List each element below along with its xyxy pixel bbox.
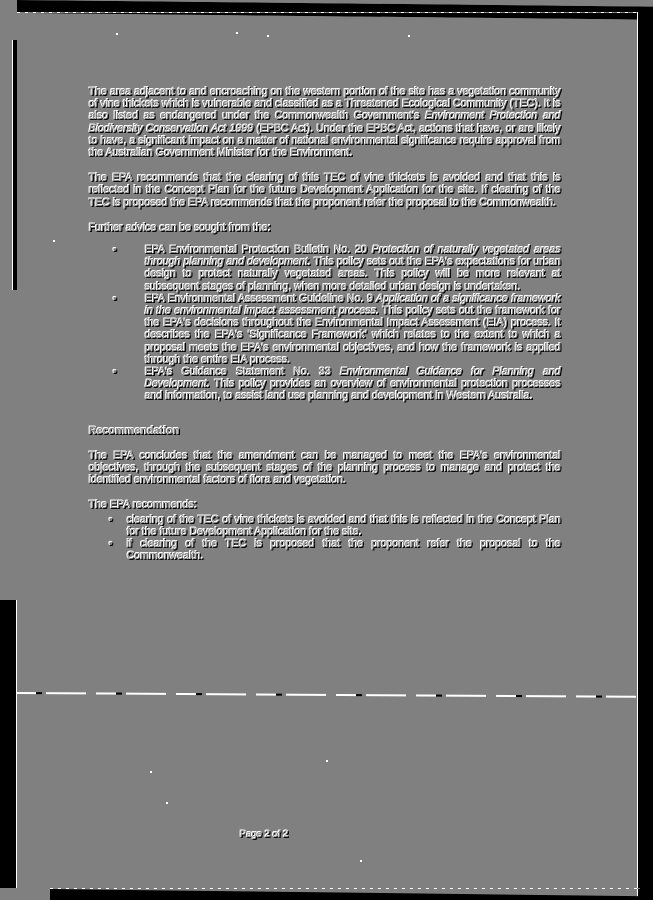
page-number: Page 2 of 2 — [240, 829, 289, 840]
scan-speck — [166, 802, 168, 804]
scan-speck — [408, 35, 410, 37]
advice-text: EPA's Guidance Statement No. 33 — [145, 366, 341, 379]
recommendation-heading: Recommendation — [89, 424, 180, 437]
advice-item-guideline-9: • EPA Environmental Assessment Guideline… — [113, 292, 562, 366]
paragraph-text: The area adjacent to and encroaching on … — [89, 86, 561, 123]
advice-item-statement-33: • EPA's Guidance Statement No. 33 Enviro… — [113, 366, 562, 403]
scan-speck — [360, 860, 362, 862]
paragraph-recommendation: The EPA concludes that the amendment can… — [89, 449, 561, 487]
recommends-intro: The EPA recommends: — [89, 499, 198, 512]
scan-speck — [116, 33, 118, 35]
recommendation-text: if clearing of the TEC is proposed that … — [127, 538, 561, 563]
scan-edge-bottom — [50, 888, 640, 889]
advice-list: • EPA Environmental Protection Bulletin … — [89, 244, 561, 403]
advice-text: This policy sets out the framework for t… — [145, 305, 562, 366]
paragraph-text: (EPBC Act). Under the EPBC Act, actions … — [89, 122, 561, 160]
bullet-icon: • — [109, 538, 113, 551]
act-title: Environment Protection and Biodiversity … — [89, 110, 561, 135]
scan-speck — [236, 32, 238, 34]
paragraph-tec-vegetation: The area adjacent to and encroaching on … — [89, 86, 561, 159]
scan-border-left-lower — [0, 600, 17, 888]
recommendations-list: • clearing of the TEC of vine thickets i… — [89, 514, 561, 563]
bullet-icon: • — [113, 366, 117, 379]
advice-title: Environmental Guidance for Planning and … — [145, 366, 562, 391]
scan-border-right — [637, 12, 653, 900]
advice-title: Protection of naturally vegetated areas … — [145, 244, 561, 269]
advice-text: EPA Environmental Protection Bulletin No… — [145, 244, 373, 257]
recommendation-text: clearing of the TEC of vine thickets is … — [127, 513, 561, 538]
paragraph-further-advice: Further advice can be sought from the: — [89, 221, 271, 234]
scan-edge-top — [17, 12, 637, 13]
scan-speck — [267, 35, 269, 37]
advice-title: Application of a significance framework … — [145, 292, 562, 318]
paragraph-epa-recommends-clearing: The EPA recommends that the clearing of … — [89, 172, 561, 209]
scan-border-bottom — [50, 889, 640, 900]
recommendation-item-avoid-clearing: • clearing of the TEC of vine thickets i… — [109, 513, 561, 538]
advice-text: This policy sets out the EPA's expectati… — [145, 256, 561, 293]
advice-item-bulletin-20: • EPA Environmental Protection Bulletin … — [113, 244, 561, 293]
document-page: The area adjacent to and encroaching on … — [89, 86, 561, 563]
advice-text: EPA Environmental Assessment Guideline N… — [145, 292, 377, 305]
bullet-icon: • — [113, 244, 117, 257]
recommendation-item-refer-commonwealth: • if clearing of the TEC is proposed tha… — [109, 538, 561, 563]
scan-speck — [326, 760, 328, 762]
scan-border-left — [12, 40, 17, 290]
bullet-icon: • — [109, 513, 113, 526]
advice-text: This policy provides an overview of envi… — [145, 378, 561, 403]
scan-fold-line — [15, 692, 636, 698]
scan-speck — [150, 771, 152, 773]
scan-border-top — [17, 0, 653, 20]
bullet-icon: • — [113, 292, 117, 305]
scan-speck — [53, 240, 55, 242]
